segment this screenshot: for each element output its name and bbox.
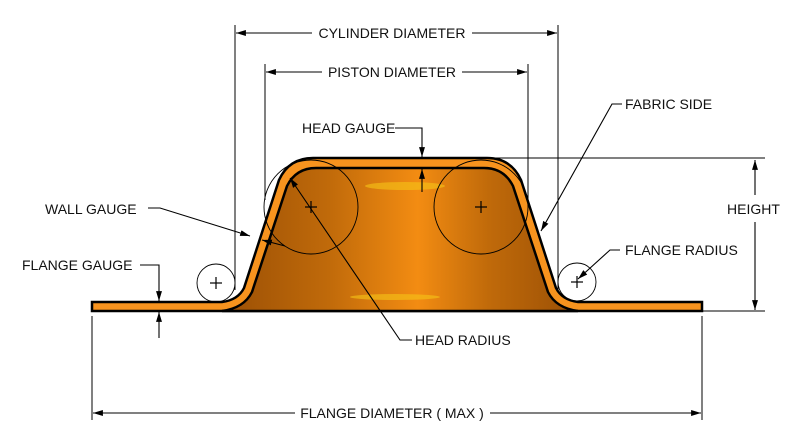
label-flange-diameter: FLANGE DIAMETER ( MAX ) [300,405,484,421]
label-head-gauge: HEAD GAUGE [302,120,395,136]
label-head-radius: HEAD RADIUS [415,332,511,348]
label-height: HEIGHT [727,201,780,217]
label-wall-gauge: WALL GAUGE [45,201,137,217]
label-cylinder-diameter: CYLINDER DIAMETER [318,25,465,41]
radius-circles [196,159,597,303]
label-piston-diameter: PISTON DIAMETER [328,64,456,80]
dimension-lines [93,30,758,416]
label-fabric-side: FABRIC SIDE [625,96,712,112]
center-marks [210,201,583,289]
highlight [350,294,440,300]
label-flange-radius: FLANGE RADIUS [625,242,738,258]
highlight [365,182,445,190]
label-flange-gauge: FLANGE GAUGE [22,257,132,273]
